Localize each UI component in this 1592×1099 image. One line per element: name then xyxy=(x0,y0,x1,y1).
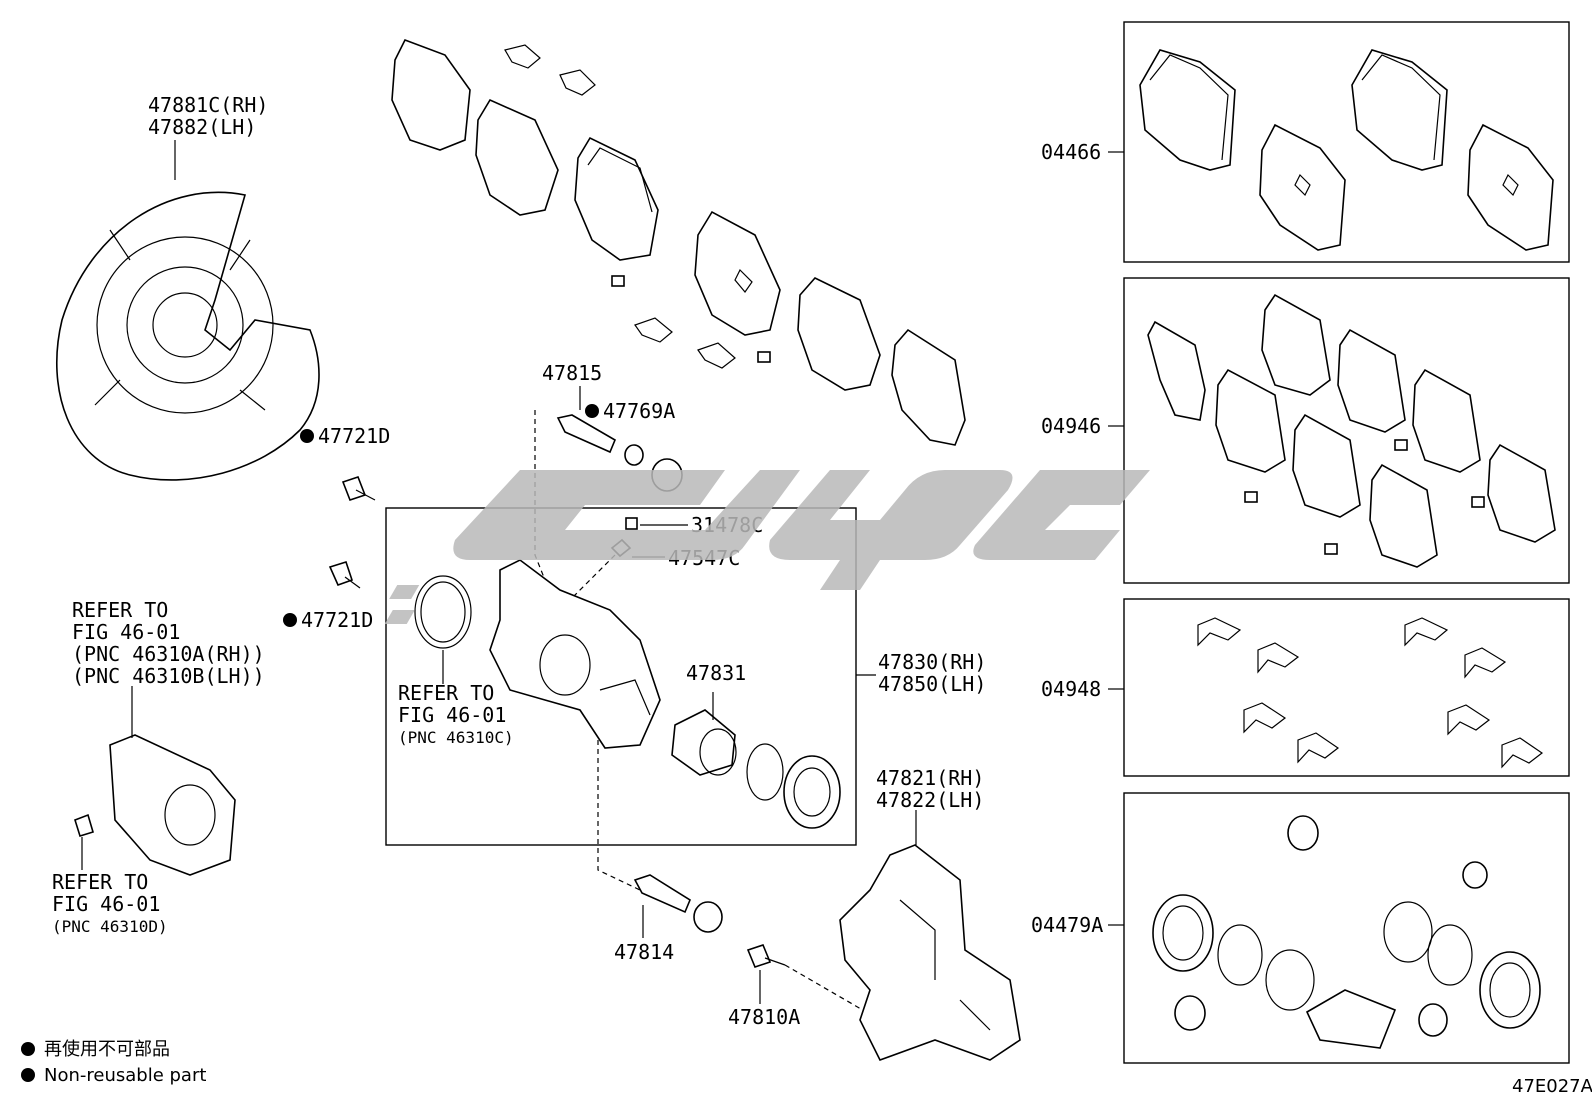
label-piston: 47831 xyxy=(686,661,746,685)
label-refer-left-3: (PNC 46310A(RH)) xyxy=(72,642,265,666)
label-pin-upper: 47815 xyxy=(542,361,602,385)
mounting-bolt-graphic xyxy=(746,944,786,968)
label-kit-seals: 04479A xyxy=(1031,913,1103,937)
label-bolt-mount: 47810A xyxy=(728,1005,800,1029)
legend-bullet-en xyxy=(21,1068,35,1082)
piston-seal-graphic xyxy=(746,743,784,801)
caliper-assembly-box xyxy=(385,507,857,846)
label-pin-lower: 47814 xyxy=(614,940,674,964)
kit-box-support xyxy=(1123,598,1570,777)
label-refer-bottom-3: (PNC 46310D) xyxy=(52,917,168,936)
label-bolt-upper: 47721D xyxy=(318,424,390,448)
label-refer-bottom-1: REFER TO xyxy=(52,870,148,894)
label-kit-support: 04948 xyxy=(1041,677,1101,701)
non-reusable-mark-boot xyxy=(585,404,599,418)
piston-boot-graphic xyxy=(783,755,841,829)
label-mounting-rh: 47821(RH) xyxy=(876,766,984,790)
bolt-47721d-graphic xyxy=(328,476,376,589)
slide-pin-lower-graphic xyxy=(633,874,723,933)
legend-en: Non-reusable part xyxy=(44,1065,206,1086)
label-refer-left-1: REFER TO xyxy=(72,598,168,622)
caliper-body-graphic xyxy=(489,559,661,749)
label-refer-mid-2: FIG 46-01 xyxy=(398,703,506,727)
label-refer-bottom-2: FIG 46-01 xyxy=(52,892,160,916)
legend-jp: 再使用不可部品 xyxy=(44,1039,170,1060)
mounting-bracket-graphic xyxy=(839,844,1021,1061)
label-dust-cover-lh: 47882(LH) xyxy=(148,115,256,139)
label-dust-cover-rh: 47881C(RH) xyxy=(148,93,268,117)
label-cylinder-rh: 47830(RH) xyxy=(878,650,986,674)
label-kit-shims: 04946 xyxy=(1041,414,1101,438)
kit-box-shims xyxy=(1123,277,1570,584)
label-refer-mid-1: REFER TO xyxy=(398,681,494,705)
legend-bullet-jp xyxy=(21,1042,35,1056)
non-reusable-mark-upper xyxy=(300,429,314,443)
kit-pad-graphic xyxy=(1139,49,1554,251)
kit-support-graphic xyxy=(1197,617,1544,769)
parking-actuator-graphic xyxy=(74,734,236,876)
label-refer-left-2: FIG 46-01 xyxy=(72,620,180,644)
piston-graphic xyxy=(671,709,737,776)
kit-box-seals xyxy=(1123,792,1570,1064)
label-cylinder-lh: 47850(LH) xyxy=(878,672,986,696)
kit-box-pads xyxy=(1123,21,1570,263)
kit-shim-graphic xyxy=(1147,293,1556,568)
label-refer-left-4: (PNC 46310B(LH)) xyxy=(72,664,265,688)
label-mounting-lh: 47822(LH) xyxy=(876,788,984,812)
label-pin-boot: 47769A xyxy=(603,399,675,423)
cap-graphic xyxy=(625,517,638,530)
label-kit-pads: 04466 xyxy=(1041,140,1101,164)
kit-seal-graphic xyxy=(1152,815,1541,1049)
watermark-logo xyxy=(384,470,1150,624)
dust-cover-graphic xyxy=(55,191,320,481)
pad-cluster-graphic xyxy=(391,38,966,446)
figure-id: 47E027A xyxy=(1512,1076,1592,1097)
caliper-ring-graphic xyxy=(414,575,472,649)
label-bolt-lower: 47721D xyxy=(301,608,373,632)
non-reusable-mark-lower xyxy=(283,613,297,627)
label-refer-mid-3: (PNC 46310C) xyxy=(398,728,514,747)
